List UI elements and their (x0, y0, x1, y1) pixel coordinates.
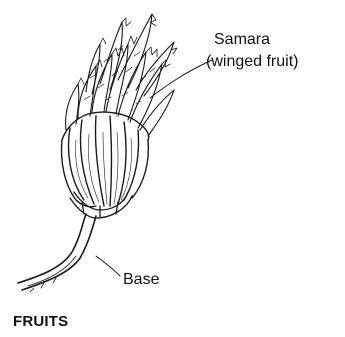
base-label: Base (123, 270, 159, 290)
stem (18, 214, 96, 292)
samara-sublabel: (winged fruit) (206, 52, 298, 72)
figure-caption: FRUITS (13, 313, 68, 330)
samara-wings (66, 14, 177, 136)
samara-label: Samara (214, 30, 270, 50)
